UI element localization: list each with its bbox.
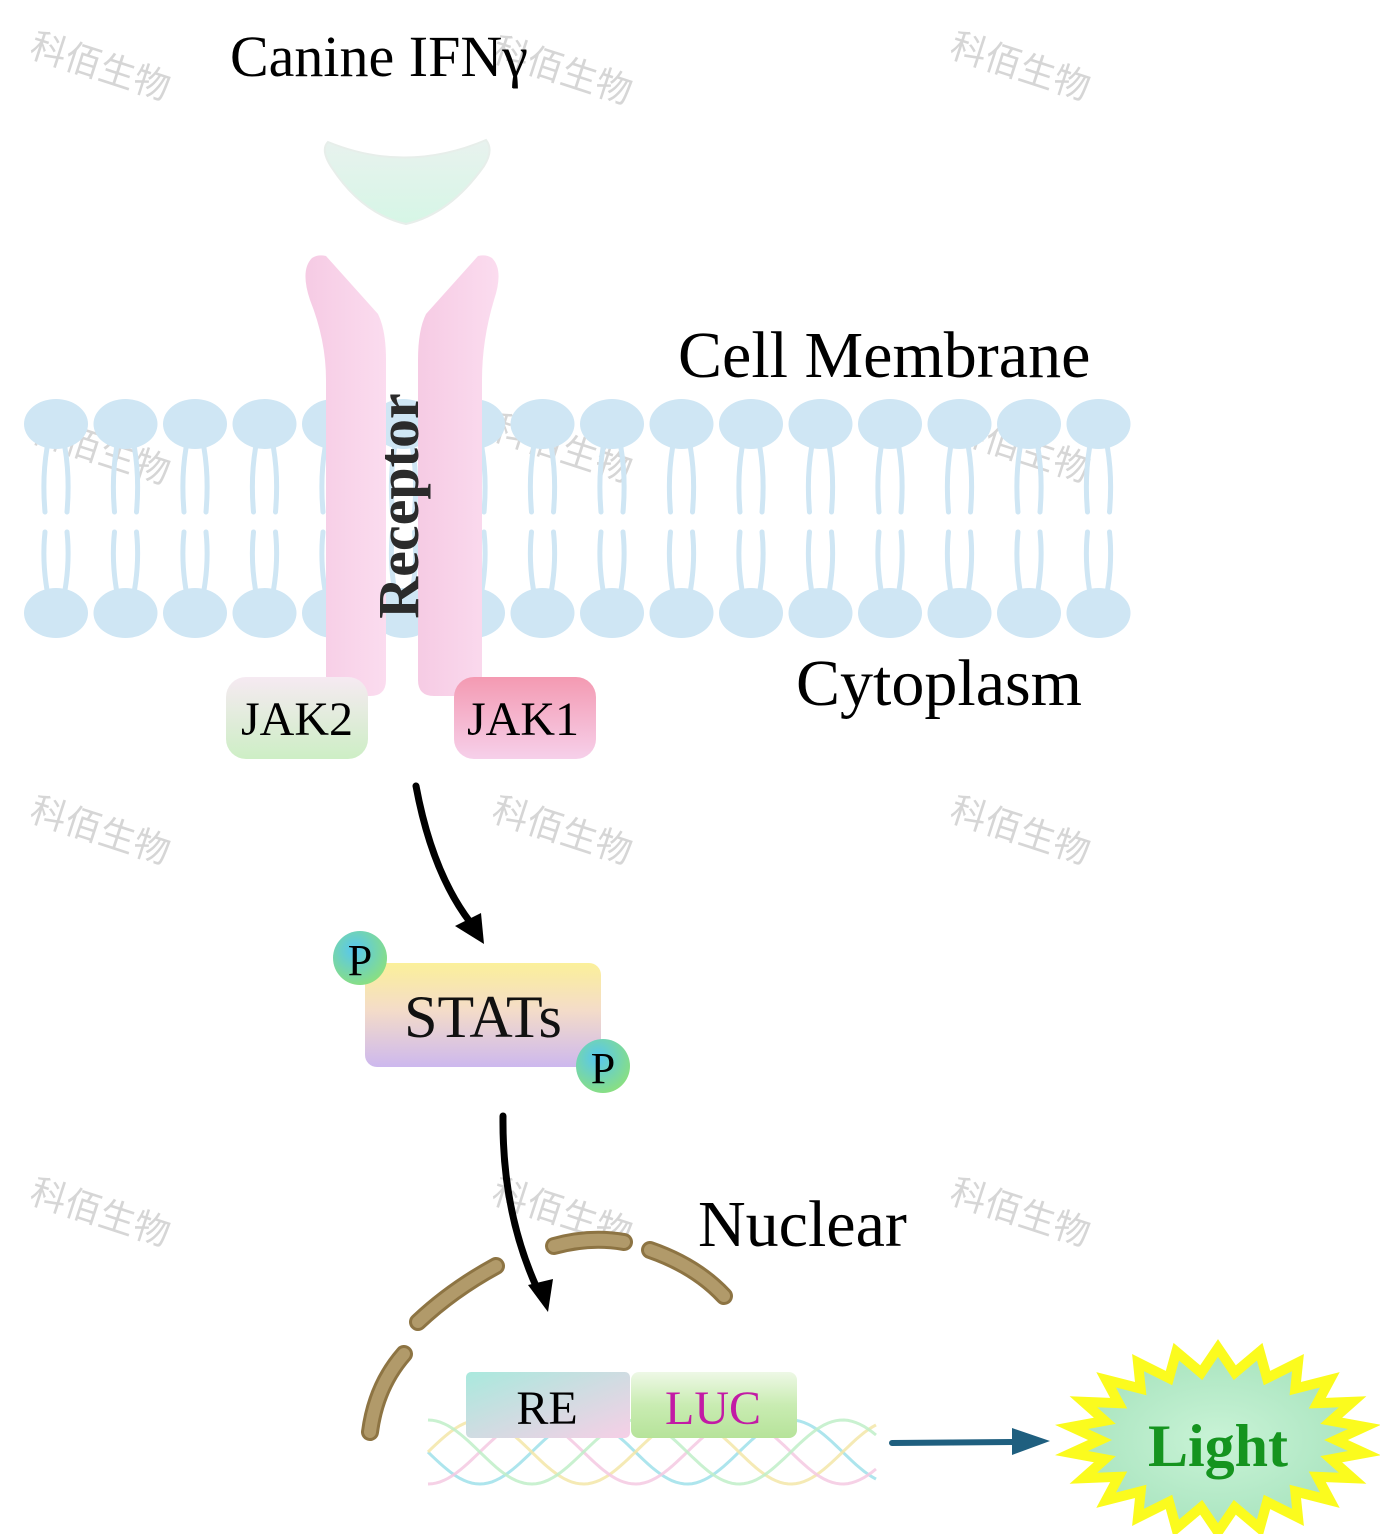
lipid-1: [24, 399, 88, 638]
stats-label: STATs: [404, 984, 562, 1050]
lipid-9: [580, 399, 644, 638]
phospho-circle-2: [576, 1039, 630, 1093]
dna-strand-1: [426, 1418, 877, 1486]
lipid-2: [93, 399, 158, 638]
watermark-text-8: 科佰生物: [487, 790, 637, 873]
jak2-label: JAK2: [241, 693, 353, 746]
phospho-label-1: P: [348, 936, 372, 985]
lipid-3: [163, 399, 227, 638]
watermark-text-9: 科佰生物: [945, 790, 1095, 873]
nuclear-label: Nuclear: [698, 1188, 907, 1261]
lipid-13: [858, 399, 922, 638]
watermark-text-3: 科佰生物: [945, 26, 1095, 109]
receptor-label: Receptor: [366, 393, 431, 618]
lipid-14: [927, 399, 992, 638]
watermark-text-12: 科佰生物: [945, 1172, 1095, 1255]
cytoplasm-label: Cytoplasm: [796, 647, 1082, 720]
arrow-stats-to-nucleus: [499, 1112, 553, 1312]
re-box: [466, 1372, 630, 1438]
receptor-shape: [305, 255, 499, 697]
luc-box: [631, 1372, 797, 1438]
stats-box: [365, 963, 601, 1067]
phospho-circle-1: [333, 931, 387, 985]
jak2-box: [226, 677, 368, 759]
jak1-label: JAK1: [467, 693, 579, 746]
light-label: Light: [1148, 1413, 1288, 1479]
lipid-16: [1066, 399, 1131, 638]
lipid-8: [510, 399, 575, 638]
lipid-4: [232, 399, 297, 638]
luc-label: LUC: [665, 1382, 761, 1435]
lipid-11: [719, 399, 783, 638]
watermark-text-7: 科佰生物: [25, 790, 175, 873]
membrane-label: Cell Membrane: [678, 319, 1090, 392]
light-burst-shape: [1055, 1339, 1380, 1534]
phospho-label-2: P: [591, 1044, 615, 1093]
watermark-layer: 科佰生物科佰生物科佰生物科佰生物科佰生物科佰生物科佰生物科佰生物科佰生物科佰生物…: [25, 26, 1095, 1255]
ligand-label: Canine IFNγ: [230, 24, 528, 89]
lipid-10: [649, 399, 714, 638]
arrow-jak-to-stats: [412, 782, 484, 944]
lipid-15: [997, 399, 1061, 638]
nuclear-envelope: [361, 1230, 733, 1441]
lipid-12: [788, 399, 853, 638]
arrow-luc-to-light: [889, 1428, 1050, 1455]
jak1-box: [454, 677, 596, 759]
ligand-shape: [323, 138, 491, 226]
re-label: RE: [516, 1382, 577, 1435]
watermark-text-10: 科佰生物: [25, 1172, 175, 1255]
watermark-text-1: 科佰生物: [25, 26, 175, 109]
